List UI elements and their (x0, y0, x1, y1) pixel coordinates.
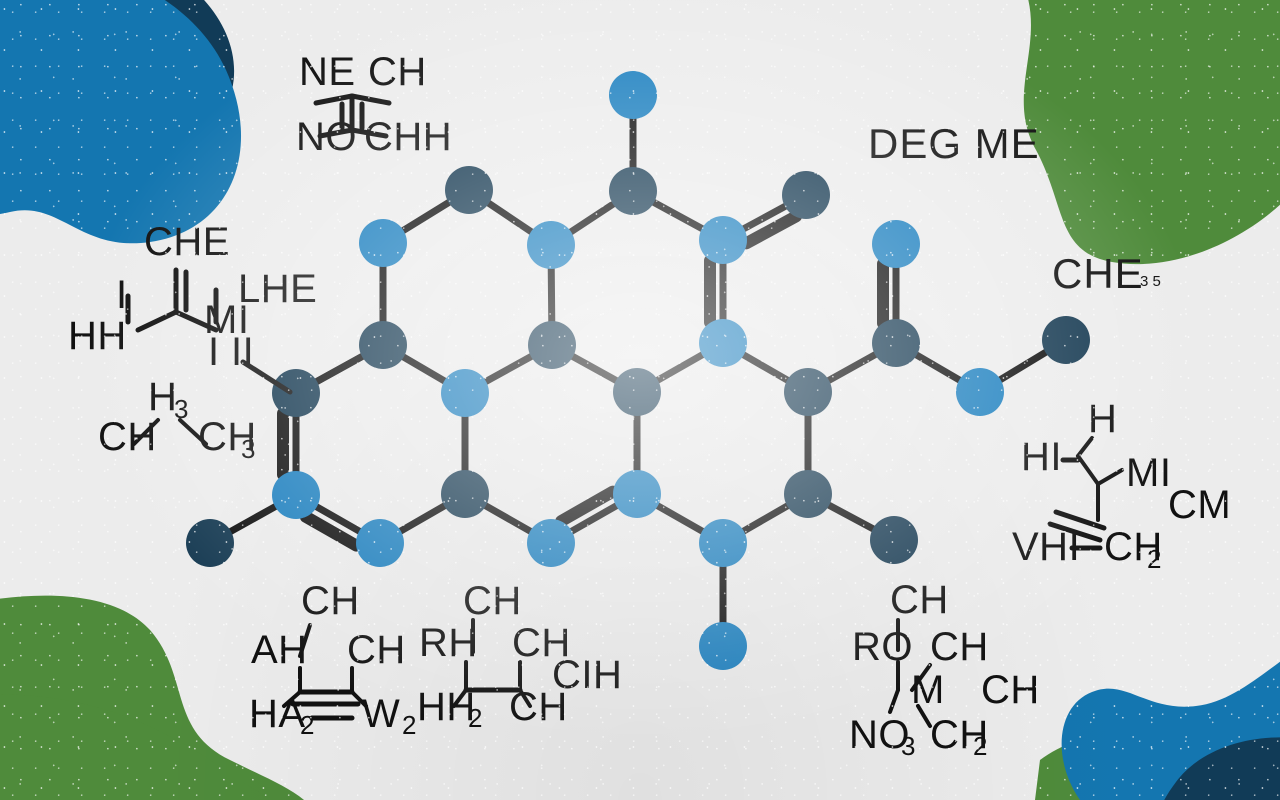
fragment-left-upper: CHE I HH LHE MI I II (68, 220, 317, 395)
headline-deg-me: DEG ME (868, 120, 1040, 167)
atom-node (872, 319, 920, 367)
bond-double-stroke (299, 510, 363, 552)
atom-node (782, 171, 830, 219)
atom-node (527, 519, 575, 567)
frag5-label-hh: HH (417, 685, 476, 729)
frag5-label-ch: CH (512, 621, 571, 665)
frag7-label-hi: HI (1021, 435, 1062, 479)
atom-node (528, 321, 576, 369)
frag4-label-w-sub: 2 (402, 710, 416, 740)
atom-node (272, 369, 320, 417)
frag2-label-che: CHE (144, 220, 230, 264)
frag2-label-lhe: LHE (238, 267, 317, 311)
frag6-label-ro: RO (852, 625, 913, 669)
frag2-label-i: I (116, 273, 128, 317)
frag3-label-ch: CH (98, 415, 157, 459)
atom-node (956, 368, 1004, 416)
frag4-label-ah: AH (251, 628, 308, 672)
frag3-label-h-sub: 3 (174, 394, 188, 424)
frag2-label-hh: HH (68, 314, 127, 358)
fragment-bottom-right: CH RO CH M CH NO 3 CH 2 (849, 578, 1040, 761)
headline-che-right: CHE (1052, 250, 1144, 297)
bond-double-stroke (555, 485, 619, 528)
bond-double-stroke (740, 210, 803, 250)
atom-node (359, 321, 407, 369)
atom-node (441, 369, 489, 417)
frag3-label-h: H (148, 375, 177, 419)
atom-node (699, 319, 747, 367)
atom-node (870, 516, 918, 564)
fragment-top-left: NE CH NO CHH (296, 50, 452, 159)
blob-top-left-blue (0, 0, 241, 244)
blob-bottom-left-green-2 (0, 694, 274, 800)
headline-che-right-subscript: 3 5 (1140, 273, 1161, 290)
atom-node (186, 519, 234, 567)
atom-node (609, 167, 657, 215)
frag7-label-ch: CH (1104, 525, 1163, 569)
frag6-label-ch-top: CH (890, 578, 949, 622)
fragment-bottom-mid: CH RH CH HH 2 CH CIH (417, 579, 622, 733)
atom-node (445, 166, 493, 214)
fragment-left-lower: H 3 CH CH 3 (98, 375, 257, 464)
atom-node (441, 470, 489, 518)
frag7-label-mi: MI (1126, 451, 1171, 495)
atom-node (699, 519, 747, 567)
fragment-bottom-left: CH AH CH HA 2 W 2 (249, 579, 416, 740)
frag6-label-ch-b: CH (930, 713, 989, 757)
frag6-label-ch-r: CH (981, 668, 1040, 712)
frag4-label-w: W (362, 692, 400, 736)
atom-node (613, 470, 661, 518)
frag7-label-cm: CM (1168, 483, 1231, 527)
atom-node (699, 622, 747, 670)
atom-node (527, 221, 575, 269)
frag7-label-ch-sub: 2 (1147, 544, 1161, 574)
frag4-label-ha-sub: 2 (300, 710, 314, 740)
frag3-label-ch3: CH (198, 415, 257, 459)
frag4-label-ch-top: CH (301, 579, 360, 623)
atom-node (699, 216, 747, 264)
frag1-label-chh: CHH (364, 115, 452, 159)
frag6-label-m: M (911, 668, 945, 712)
atom-node (872, 220, 920, 268)
frag1-label-no: NO (296, 115, 357, 159)
frag6-label-no: NO (849, 713, 910, 757)
atom-node (356, 519, 404, 567)
atom-node (613, 368, 661, 416)
atom-node (1042, 316, 1090, 364)
frag1-label-ne: NE (299, 50, 356, 94)
frag5-label-ch-top: CH (463, 579, 522, 623)
atom-node (609, 71, 657, 119)
frag4-label-ch: CH (347, 628, 406, 672)
atom-node (359, 219, 407, 267)
frag6-label-ch: CH (930, 625, 989, 669)
frag5-label-rh: RH (419, 621, 478, 665)
blob-bottom-right-navy (1164, 737, 1280, 800)
frag5-label-hh-sub: 2 (468, 703, 482, 733)
blob-top-right-green (1023, 0, 1280, 265)
frag2-label-i2: I (208, 330, 220, 374)
frag4-label-ha: HA (249, 692, 306, 736)
frag5-label-cih: CIH (552, 653, 622, 697)
frag6-label-ch-b-sub: 2 (973, 731, 987, 761)
frag6-label-no-sub: 3 (901, 731, 915, 761)
frag3-label-ch3-sub: 3 (241, 434, 255, 464)
frag7-label-h: H (1088, 397, 1117, 441)
atom-node (784, 368, 832, 416)
fragment-right: H HI MI CM VHI CH 2 (1012, 397, 1231, 574)
frag1-label-ch: CH (368, 50, 427, 94)
atom-node (272, 471, 320, 519)
frag5-label-ch-bot: CH (509, 685, 568, 729)
atom-node (784, 470, 832, 518)
node-group (186, 71, 1090, 670)
frag7-label-vhi: VHI (1012, 525, 1080, 569)
frag2-label-mi: MI (204, 298, 249, 342)
